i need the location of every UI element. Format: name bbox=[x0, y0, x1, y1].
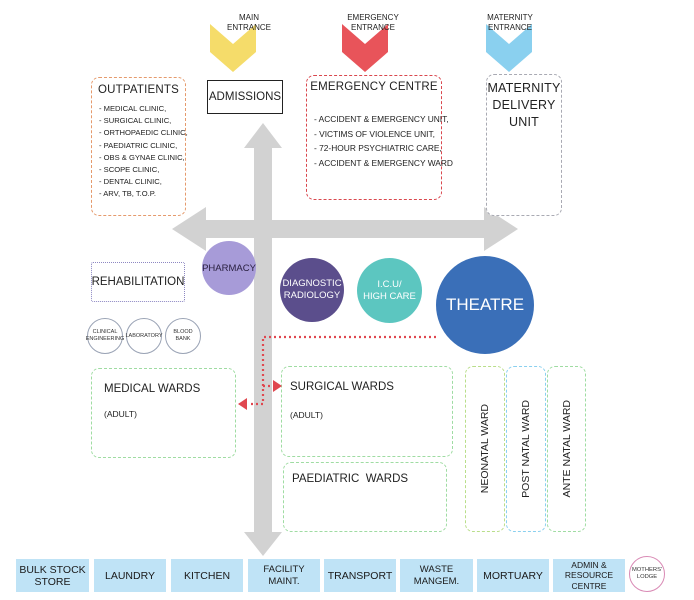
diagnostic-radiology-circle: DIAGNOSTIC RADIOLOGY bbox=[280, 258, 344, 322]
medical-wards-box: MEDICAL WARDS (ADULT) bbox=[91, 368, 236, 458]
outpatients-box: OUTPATIENTS - MEDICAL CLINIC, - SURGICAL… bbox=[91, 77, 188, 216]
service-facility-maint: FACILITY MAINT. bbox=[248, 559, 320, 592]
outpatients-title: OUTPATIENTS bbox=[98, 84, 179, 96]
service-admin-resource-centre: ADMIN &RESOURCE CENTRE bbox=[553, 559, 625, 592]
service-mortuary: MORTUARY bbox=[477, 559, 549, 592]
outpatients-list: - MEDICAL CLINIC, - SURGICAL CLINIC, - O… bbox=[99, 104, 188, 199]
medical-wards-title: MEDICAL WARDS bbox=[104, 383, 201, 395]
post-natal-ward-box: POST NATAL WARD bbox=[506, 366, 546, 532]
post-natal-ward-label: POST NATAL WARD bbox=[520, 400, 532, 498]
service-transport: TRANSPORT bbox=[324, 559, 396, 592]
mothers-lodge-circle: MOTHERS'LODGE bbox=[629, 556, 665, 592]
paediatric-wards-box: PAEDIATRIC WARDS bbox=[283, 462, 447, 532]
theatre-label: THEATRE bbox=[445, 295, 525, 314]
laboratory-circle: LABORATORY bbox=[126, 318, 163, 354]
surgical-wards-box: SURGICAL WARDS (ADULT) bbox=[281, 366, 453, 457]
medical-wards-sub: (ADULT) bbox=[104, 409, 137, 419]
pharmacy-circle: PHARMACY bbox=[202, 241, 256, 295]
admissions-box: ADMISSIONS bbox=[207, 80, 283, 114]
maternity-delivery-unit-box: MATERNITY DELIVERY UNIT bbox=[486, 74, 562, 216]
ante-natal-ward-box: ANTE NATAL WARD bbox=[547, 366, 586, 532]
pharmacy-label: PHARMACY bbox=[202, 262, 256, 274]
service-laundry: LAUNDRY bbox=[94, 559, 166, 592]
service-waste-mangem: WASTE MANGEM. bbox=[400, 559, 473, 592]
theatre-circle: THEATRE bbox=[436, 256, 534, 354]
surgical-wards-sub: (ADULT) bbox=[290, 410, 323, 420]
main-entrance-chevron bbox=[210, 24, 256, 72]
ante-natal-ward-label: ANTE NATAL WARD bbox=[560, 400, 573, 498]
paediatric-wards-title: PAEDIATRIC WARDS bbox=[292, 473, 409, 485]
emergency-centre-list: - ACCIDENT & EMERGENCY UNIT, - VICTIMS O… bbox=[314, 114, 453, 168]
icu-high-care-circle: I.C.U/ HIGH CARE bbox=[357, 258, 422, 323]
maternity-entrance-chevron bbox=[486, 24, 532, 72]
neonatal-ward-box: NEONATAL WARD bbox=[465, 366, 505, 532]
vertical-arrow bbox=[244, 123, 282, 556]
surgical-wards-title: SURGICAL WARDS bbox=[290, 381, 394, 393]
emergency-entrance-chevron bbox=[342, 24, 388, 72]
neonatal-ward-label: NEONATAL WARD bbox=[479, 404, 491, 494]
maternity-delivery-unit-title: MATERNITY DELIVERY UNIT bbox=[487, 81, 561, 129]
admissions-title: ADMISSIONS bbox=[208, 91, 282, 103]
rehabilitation-box: REHABILITATION bbox=[91, 262, 185, 302]
service-kitchen: KITCHEN bbox=[171, 559, 243, 592]
emergency-centre-box: EMERGENCY CENTRE - ACCIDENT & EMERGENCY … bbox=[306, 75, 453, 200]
emergency-centre-title: EMERGENCY CENTRE bbox=[310, 81, 438, 93]
horizontal-arrow bbox=[172, 207, 518, 251]
rehabilitation-title: REHABILITATION bbox=[91, 276, 185, 288]
